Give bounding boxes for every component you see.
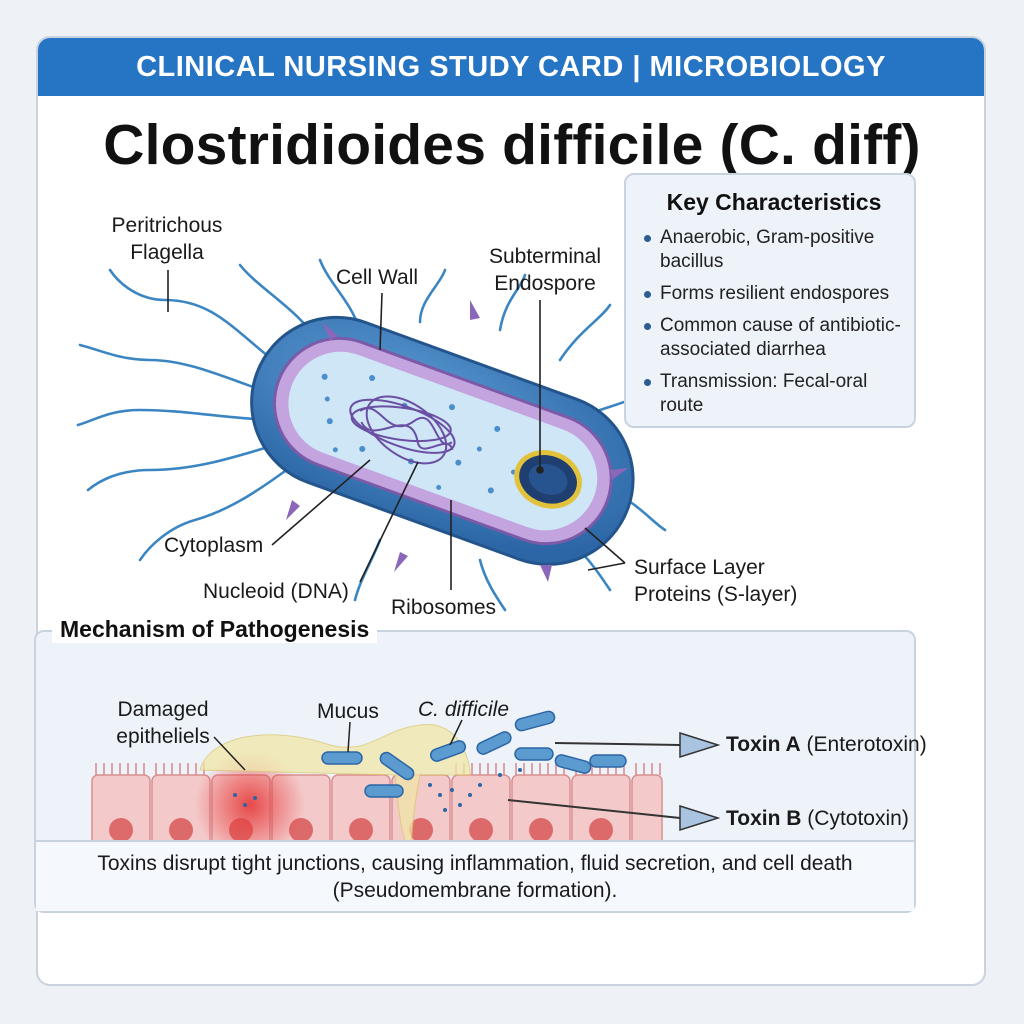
label-ribosomes: Ribosomes — [391, 596, 497, 619]
key-item: Forms resilient endospores — [644, 282, 904, 306]
key-characteristics-list: Anaerobic, Gram-positive bacillus Forms … — [644, 226, 904, 418]
bullet-icon — [644, 323, 651, 330]
label-nucleoid: Nucleoid (DNA) — [203, 580, 349, 603]
label-toxin-b: Toxin B (Cytotoxin) — [726, 807, 909, 830]
nucleoid — [349, 395, 456, 465]
card-banner: CLINICAL NURSING STUDY CARD | MICROBIOLO… — [38, 38, 984, 96]
label-c-difficile: C. difficile — [418, 698, 510, 721]
bullet-icon — [644, 291, 651, 298]
s-layer-spikes — [286, 300, 628, 582]
label-mucus: Mucus — [317, 700, 379, 723]
label-toxin-a: Toxin A (Enterotoxin) — [726, 733, 927, 756]
label-cell-wall: Cell Wall — [336, 266, 419, 289]
mechanism-summary: Toxins disrupt tight junctions, causing … — [36, 840, 914, 911]
label-s-layer: Surface Layer Proteins (S-layer) — [634, 556, 798, 606]
label-cytoplasm: Cytoplasm — [164, 534, 264, 557]
bullet-icon — [644, 379, 651, 386]
key-item: Anaerobic, Gram-positive bacillus — [644, 226, 904, 274]
page-title: Clostridioides difficile (C. diff) — [103, 113, 921, 177]
label-damaged-epithelium: Damaged epitheliels — [116, 698, 210, 748]
label-endospore: Subterminal Endospore — [488, 245, 602, 295]
key-item: Transmission: Fecal-oral route — [644, 370, 904, 418]
mechanism-title: Mechanism of Pathogenesis — [52, 616, 378, 643]
label-flagella: Peritrichous Flagella — [111, 214, 223, 264]
key-item: Common cause of antibiotic-associated di… — [644, 314, 904, 362]
bullet-icon — [644, 235, 651, 242]
leader-lines — [167, 270, 626, 590]
key-characteristics-title: Key Characteristics — [666, 189, 882, 215]
key-characteristics-panel: Key Characteristics Anaerobic, Gram-posi… — [624, 173, 916, 428]
